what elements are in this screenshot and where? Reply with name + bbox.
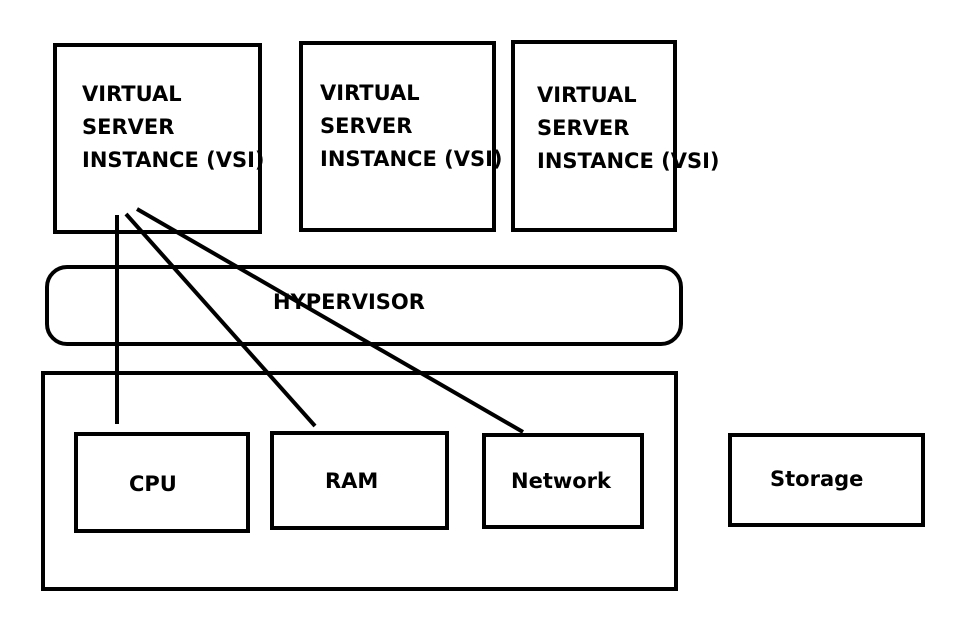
vsi-box-1-label: VIRTUAL SERVER INSTANCE (VSI): [82, 82, 265, 172]
ram-label: RAM: [325, 469, 379, 493]
vsi-box-1: [53, 43, 262, 234]
vsi-box-3-label: VIRTUAL SERVER INSTANCE (VSI): [537, 83, 720, 173]
cpu-box: [74, 432, 250, 533]
vsi-box-2-label: VIRTUAL SERVER INSTANCE (VSI): [320, 81, 503, 171]
vsi-box-2: [299, 41, 496, 232]
network-label: Network: [511, 469, 612, 493]
storage-label: Storage: [770, 467, 864, 491]
hypervisor-label: HYPERVISOR: [273, 290, 425, 314]
storage-box: [728, 433, 925, 527]
cpu-label: CPU: [129, 472, 177, 496]
vsi-box-3: [511, 40, 677, 232]
network-box: [482, 433, 644, 529]
